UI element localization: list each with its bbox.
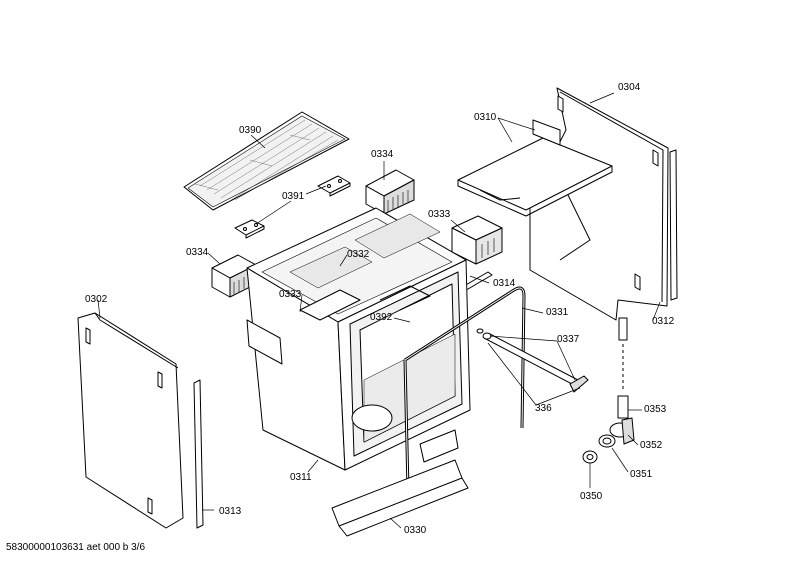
- callout-0332: 0332: [347, 249, 370, 260]
- callout-0312: 0312: [652, 316, 675, 327]
- callout-0390: 0390: [239, 125, 262, 136]
- callout-0350: 0350: [580, 491, 603, 502]
- callout-0304: 0304: [618, 82, 641, 93]
- callout-0311: 0311: [290, 472, 312, 483]
- callout-0330: 0330: [404, 525, 427, 536]
- part-0331-seal: [403, 286, 526, 491]
- part-0310-tray: [457, 119, 613, 217]
- part-0390-panel: [183, 111, 350, 211]
- part-0302-panel: [77, 312, 184, 529]
- callout-0337: 0337: [557, 334, 580, 345]
- callout-0334-upper: 0334: [371, 149, 394, 160]
- callout-0334-lower: 0334: [186, 247, 209, 258]
- callout-0313: 0313: [219, 506, 242, 517]
- callout-0314: 0314: [493, 278, 516, 289]
- callout-0352: 0352: [640, 440, 663, 451]
- callout-0391: 0391: [282, 191, 305, 202]
- callout-0310: 0310: [474, 112, 497, 123]
- callout-0353: 0353: [644, 404, 667, 415]
- document-id-footer: 58300000103631 aet 000 b 3/6: [6, 542, 146, 553]
- callout-0333-left: 0333: [279, 289, 302, 300]
- part-0353-spindle: [617, 317, 629, 419]
- callout-0351: 0351: [630, 469, 653, 480]
- callout-0392: 0392: [370, 312, 393, 323]
- callout-0302: 0302: [85, 294, 108, 305]
- callout-0331: 0331: [546, 307, 569, 318]
- part-0313-strip: [193, 379, 204, 529]
- part-0312-strip: [669, 149, 678, 301]
- part-0391-brackets: [234, 175, 351, 239]
- part-0304-panel: [529, 87, 669, 321]
- part-0337-rail: [476, 328, 589, 393]
- part-0350-washer: [582, 450, 598, 464]
- part-0334-hinge-upper: [365, 169, 415, 215]
- part-0352-fitting: [609, 417, 635, 445]
- part-0330-trim: [331, 429, 469, 537]
- part-0351-nut: [598, 434, 616, 448]
- callout-0333-right: 0333: [428, 209, 451, 220]
- leader-lines: [97, 92, 661, 529]
- callout-336: 336: [535, 403, 552, 414]
